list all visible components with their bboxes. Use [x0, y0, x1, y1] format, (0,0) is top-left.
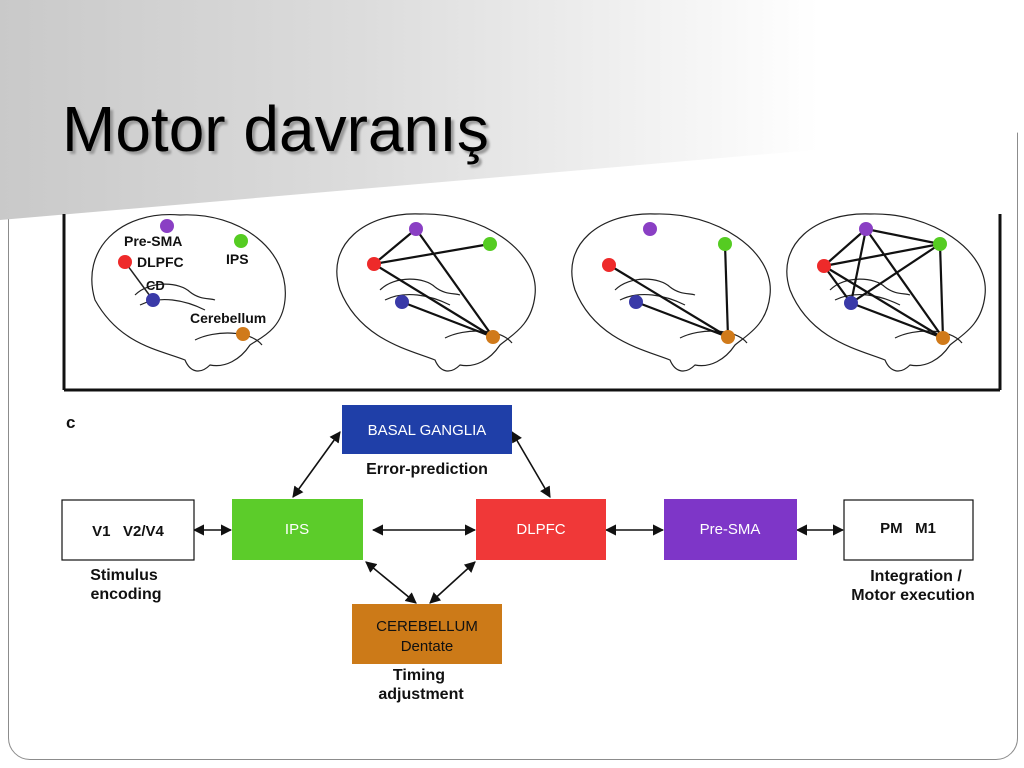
- cerebellum-node-4: [936, 331, 950, 345]
- cd-node-1: [146, 293, 160, 307]
- cd-node-2: [395, 295, 409, 309]
- brain-outline-4: [786, 213, 986, 372]
- dlpfc-node-4: [817, 259, 831, 273]
- pre-sma-node-3: [643, 222, 657, 236]
- pm-m1-box: [843, 499, 974, 561]
- brain-outline-1: [91, 214, 286, 372]
- basal-ganglia-box: [342, 405, 512, 454]
- stimulus-caption-line2: encoding: [90, 586, 161, 603]
- brain-outline-2: [336, 213, 536, 372]
- dlpfc-node-3: [602, 258, 616, 272]
- brain-4-links: [823, 227, 945, 340]
- pm-m1-label: PM M1: [880, 520, 936, 537]
- v1-v2-v4-box: [61, 499, 195, 561]
- ips-node-4: [933, 237, 947, 251]
- ips-node-3: [718, 237, 732, 251]
- pre-sma-box-label: Pre-SMA: [700, 521, 761, 538]
- pre-sma-box: [664, 499, 797, 560]
- cerebellum-box: [352, 604, 502, 664]
- cerebellum-node-2: [486, 330, 500, 344]
- cerebellum-box-label-line1: CEREBELLUM: [376, 618, 478, 635]
- slide-title: Motor davranış: [62, 93, 489, 165]
- ips-label: IPS: [226, 251, 249, 267]
- basal-ganglia-label: BASAL GANGLIA: [368, 422, 487, 439]
- v1-v2-v4-label: V1 V2/V4: [92, 523, 164, 540]
- dlpfc-label: DLPFC: [137, 254, 184, 270]
- dlpfc-cd-link-1: [124, 261, 154, 301]
- cerebellum-label: Cerebellum: [190, 310, 266, 326]
- basal-ganglia-caption: Error-prediction: [366, 461, 488, 478]
- brain-outline-3: [571, 213, 771, 372]
- dlpfc-node-2: [367, 257, 381, 271]
- dlpfc-node-1: [118, 255, 132, 269]
- cd-label: CD: [146, 278, 165, 293]
- timing-caption-line2: adjustment: [378, 686, 464, 703]
- cerebellum-box-label-line2: Dentate: [401, 638, 454, 655]
- ips-box: [232, 499, 363, 560]
- timing-caption-line1: Timing: [393, 667, 445, 684]
- cerebellum-node-3: [721, 330, 735, 344]
- ips-box-label: IPS: [285, 521, 309, 538]
- integration-caption-line2: Motor execution: [851, 587, 975, 604]
- integration-caption-line1: Integration /: [870, 568, 962, 585]
- pre-sma-node-2: [409, 222, 423, 236]
- flow-arrows: [192, 431, 845, 604]
- pre-sma-node-1: [160, 219, 174, 233]
- panel-label-c: c: [66, 413, 75, 432]
- cerebellum-node-1: [236, 327, 250, 341]
- brain-2-links: [373, 228, 494, 339]
- dlpfc-box-label: DLPFC: [516, 521, 565, 538]
- cd-node-3: [629, 295, 643, 309]
- brain-3-links: [608, 243, 730, 339]
- brain-panel-frame: [62, 214, 1002, 392]
- pre-sma-node-4: [859, 222, 873, 236]
- ips-node-2: [483, 237, 497, 251]
- pre-sma-label: Pre-SMA: [124, 233, 182, 249]
- ips-node-1: [234, 234, 248, 248]
- dlpfc-box: [476, 499, 606, 560]
- stimulus-caption-line1: Stimulus: [90, 567, 158, 584]
- cd-node-4: [844, 296, 858, 310]
